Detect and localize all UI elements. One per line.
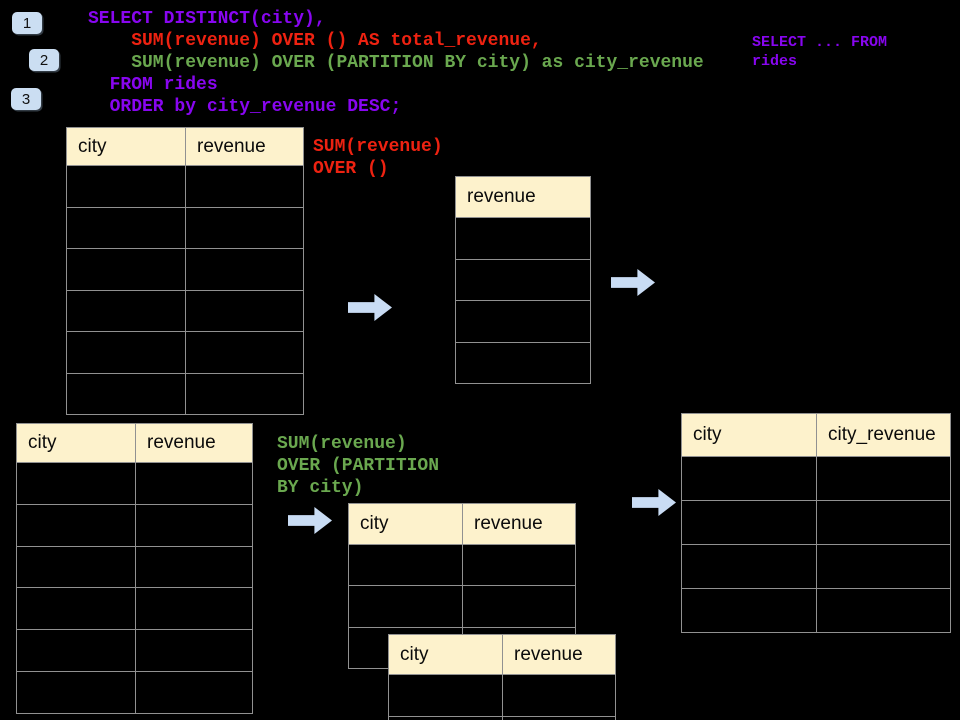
header-cell: city bbox=[389, 635, 503, 675]
body-cell bbox=[186, 166, 304, 208]
body-cell bbox=[463, 545, 576, 587]
body-cell bbox=[17, 546, 136, 589]
body-cell bbox=[503, 675, 616, 717]
header-cell: revenue bbox=[186, 128, 304, 166]
body-cell bbox=[67, 249, 186, 291]
body-cell bbox=[349, 586, 463, 628]
body-cell bbox=[456, 301, 591, 343]
partition-window-label-line-2: OVER (PARTITION bbox=[277, 456, 440, 476]
sql-line-5: ORDER by city_revenue DESC; bbox=[88, 97, 402, 117]
body-cell bbox=[682, 457, 817, 501]
body-cell bbox=[456, 342, 591, 384]
body-cell bbox=[682, 589, 817, 633]
body-cell bbox=[67, 332, 186, 374]
body-cell bbox=[67, 207, 186, 249]
body-cell bbox=[136, 463, 253, 505]
body-cell bbox=[136, 671, 253, 714]
header-cell: revenue bbox=[456, 177, 591, 218]
header-cell: city bbox=[67, 128, 186, 166]
body-cell bbox=[17, 630, 136, 672]
body-cell bbox=[456, 259, 591, 301]
body-cell bbox=[817, 457, 951, 501]
sql-line-3: SUM(revenue) OVER (PARTITION BY city) as… bbox=[88, 53, 704, 73]
step-badge-2: 2 bbox=[29, 49, 59, 71]
body-cell bbox=[817, 589, 951, 633]
from-rides-note: SELECT ... FROM rides bbox=[752, 33, 887, 71]
body-cell bbox=[186, 207, 304, 249]
total-window-label-line-2: OVER () bbox=[313, 159, 389, 179]
flow-arrow-icon-partition-output bbox=[632, 489, 676, 516]
body-cell bbox=[136, 546, 253, 589]
flow-arrow-icon-total-output bbox=[611, 269, 655, 296]
body-cell bbox=[186, 290, 304, 332]
header-cell: city bbox=[682, 414, 817, 457]
total-window-label: SUM(revenue) OVER () bbox=[313, 136, 443, 180]
body-cell bbox=[136, 504, 253, 547]
body-cell bbox=[682, 545, 817, 589]
body-cell bbox=[17, 504, 136, 547]
header-cell: revenue bbox=[503, 635, 616, 675]
body-cell bbox=[349, 545, 463, 587]
sql-code-block: SELECT DISTINCT(city), SUM(revenue) OVER… bbox=[88, 8, 704, 118]
sql-line-1: SELECT DISTINCT(city), bbox=[88, 9, 326, 29]
body-cell bbox=[817, 501, 951, 545]
body-cell bbox=[17, 671, 136, 714]
header-cell: revenue bbox=[136, 424, 253, 463]
body-cell bbox=[503, 716, 616, 720]
body-cell bbox=[389, 716, 503, 720]
body-cell bbox=[136, 588, 253, 631]
total-window-label-line-1: SUM(revenue) bbox=[313, 137, 443, 157]
body-cell bbox=[67, 290, 186, 332]
body-cell bbox=[186, 332, 304, 374]
sql-line-2: SUM(revenue) OVER () AS total_revenue, bbox=[88, 31, 542, 51]
sql-line-4: FROM rides bbox=[88, 75, 218, 95]
table-total-revenue-result: revenue bbox=[455, 176, 591, 384]
header-cell: city_revenue bbox=[817, 414, 951, 457]
body-cell bbox=[136, 630, 253, 672]
partition-window-label-line-1: SUM(revenue) bbox=[277, 434, 407, 454]
flow-arrow-icon-partition-input bbox=[288, 507, 332, 534]
partition-window-label-line-3: BY city) bbox=[277, 478, 364, 498]
body-cell bbox=[186, 373, 304, 415]
from-rides-note-line-1: SELECT ... FROM bbox=[752, 34, 888, 51]
partition-window-label: SUM(revenue) OVER (PARTITION BY city) bbox=[277, 433, 439, 499]
from-rides-note-line-2: rides bbox=[752, 53, 798, 70]
body-cell bbox=[186, 249, 304, 291]
step-badge-1: 1 bbox=[12, 12, 42, 34]
body-cell bbox=[67, 166, 186, 208]
body-cell bbox=[389, 675, 503, 717]
flow-arrow-icon-total-input bbox=[348, 294, 392, 321]
header-cell: city bbox=[349, 504, 463, 545]
body-cell bbox=[456, 218, 591, 260]
body-cell bbox=[17, 463, 136, 505]
body-cell bbox=[682, 501, 817, 545]
body-cell bbox=[67, 373, 186, 415]
body-cell bbox=[463, 586, 576, 628]
body-cell bbox=[17, 588, 136, 631]
header-cell: city bbox=[17, 424, 136, 463]
step-badge-3: 3 bbox=[11, 88, 41, 110]
body-cell bbox=[817, 545, 951, 589]
header-cell: revenue bbox=[463, 504, 576, 545]
